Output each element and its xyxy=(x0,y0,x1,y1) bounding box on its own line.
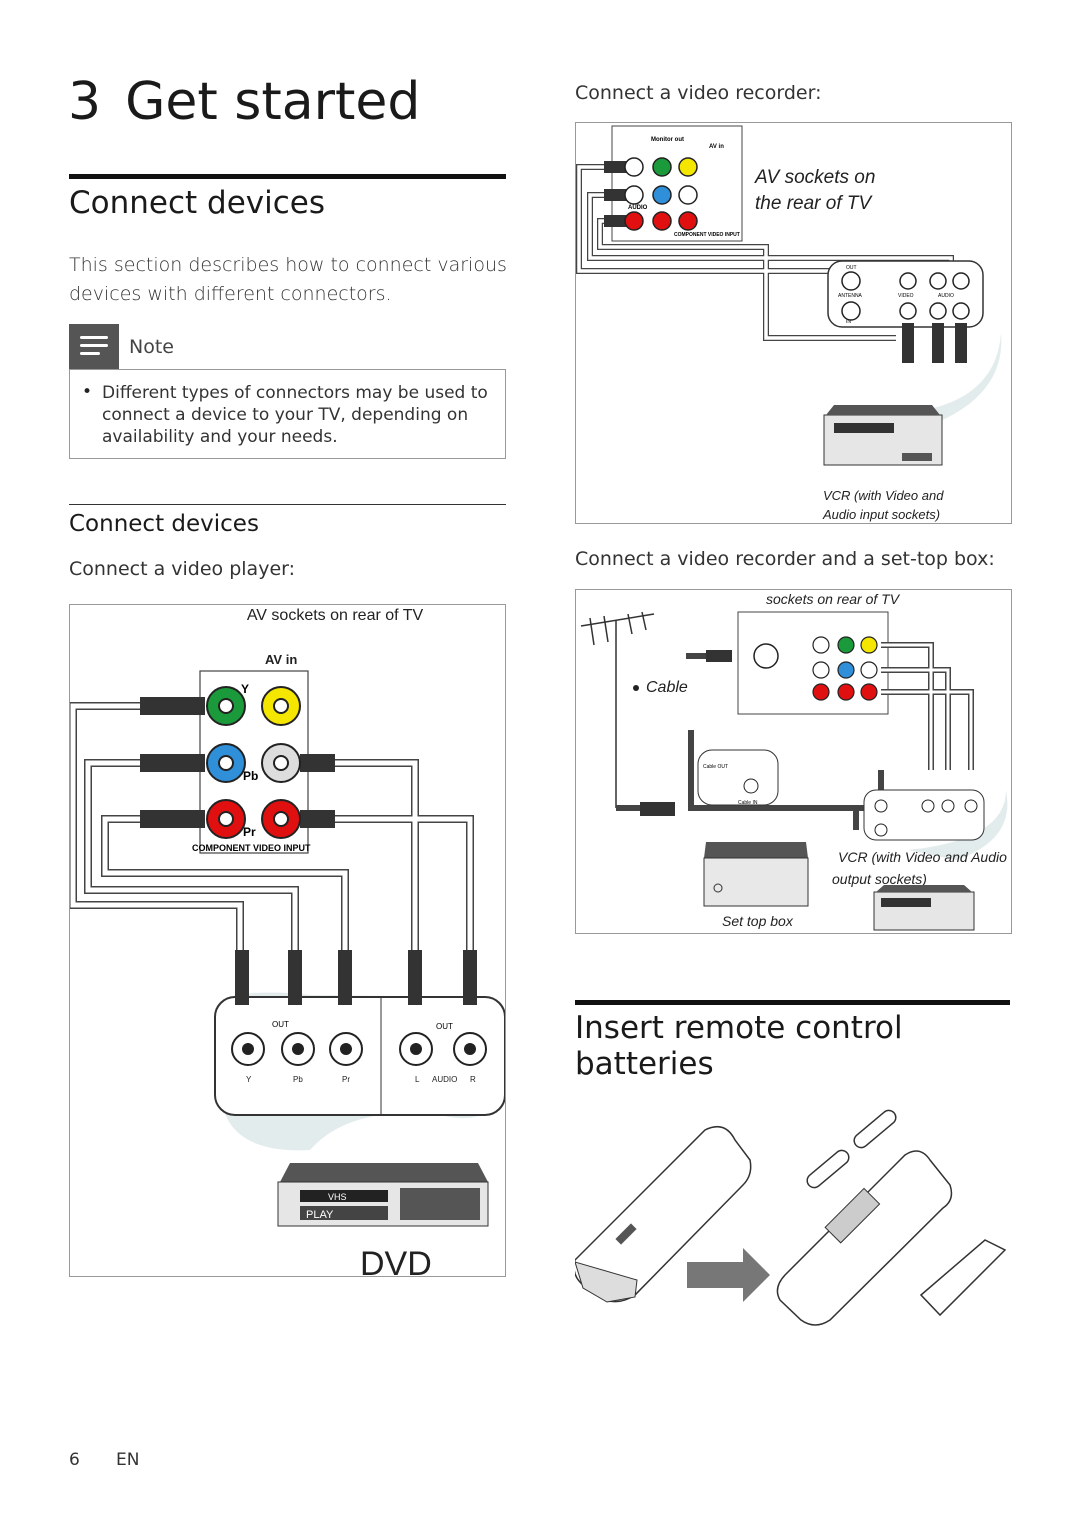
settop-sockets-caption: sockets on rear of TV xyxy=(766,591,901,607)
note-line-2: connect a device to your TV, depending o… xyxy=(102,405,469,425)
batteries-heading-line-1: Insert remote control xyxy=(575,1010,903,1046)
intro-line-2: devices with different connectors. xyxy=(69,283,392,305)
subsection-rule xyxy=(69,504,506,505)
battery-illustration xyxy=(573,1100,1010,1330)
batteries-heading: Insert remote control batteries xyxy=(575,1010,903,1082)
settop-vcr-caption-1: VCR (with Video and Audio xyxy=(838,849,1007,865)
page-number: 6 xyxy=(69,1450,80,1470)
av-in-label: AV in xyxy=(265,652,297,667)
vcr-antenna-label: ANTENNA xyxy=(838,293,863,299)
jack-pr-label: Pr xyxy=(243,825,256,839)
intro-line-1: This section describes how to connect va… xyxy=(69,254,507,276)
settop-vcr-caption-2: output sockets) xyxy=(832,871,927,887)
out-audio-label: AUDIO xyxy=(432,1075,457,1084)
component-label-2: COMPONENT VIDEO INPUT xyxy=(674,232,740,238)
settop-label: Set top box xyxy=(722,913,794,929)
cable-out-label: Cable OUT xyxy=(703,764,728,770)
video-recorder-caption: Connect a video recorder: xyxy=(575,82,822,104)
vcr-video-label: VIDEO xyxy=(898,293,914,299)
note-box: • Different types of connectors may be u… xyxy=(69,369,506,459)
figure-title: AV sockets on rear of TV xyxy=(247,607,424,624)
out-r-label: R xyxy=(470,1075,476,1084)
batteries-heading-line-2: batteries xyxy=(575,1046,714,1082)
sockets-caption-2: the rear of TV xyxy=(755,193,873,214)
monitor-out-label: Monitor out xyxy=(651,137,684,143)
note-icon xyxy=(69,324,119,370)
out-pb-label: Pb xyxy=(293,1075,303,1084)
out-pr-label: Pr xyxy=(342,1075,350,1084)
out-l-label: L xyxy=(415,1075,420,1084)
vcr-caption-1: VCR (with Video and xyxy=(823,488,944,503)
vcr-audio-label: AUDIO xyxy=(938,293,954,299)
recorder-settop-figure: sockets on rear of TV Cable Cable OUT Ca… xyxy=(575,589,1012,934)
video-player-figure: AV sockets on rear of TV AV in Y Pb Pr C… xyxy=(69,604,506,1277)
note-bullet: • xyxy=(82,382,93,402)
vcr-in-label: IN xyxy=(846,319,851,325)
video-player-caption: Connect a video player: xyxy=(69,558,296,580)
dvd-logo: DVD xyxy=(360,1245,432,1276)
av-in-label-2: AV in xyxy=(709,144,724,150)
note-header: Note xyxy=(69,324,506,370)
audio-label: AUDIO xyxy=(628,205,648,211)
vcr-caption-2: Audio input sockets) xyxy=(822,507,940,522)
play-label: PLAY xyxy=(306,1209,334,1221)
sockets-caption-1: AV sockets on xyxy=(754,167,875,188)
video-recorder-figure: Monitor out AV in AUDIO COMPONENT VIDEO … xyxy=(575,122,1012,524)
jack-y-label: Y xyxy=(241,682,249,696)
note-label: Note xyxy=(129,336,174,358)
out-y-label: Y xyxy=(246,1075,252,1084)
cable-in-label: Cable IN xyxy=(738,800,758,806)
jack-pb-label: Pb xyxy=(243,769,258,783)
section-heading: Connect devices xyxy=(69,185,326,221)
batteries-rule xyxy=(575,1000,1010,1005)
note-text: Different types of connectors may be use… xyxy=(102,382,497,448)
vcr-out-label: OUT xyxy=(846,265,857,271)
note-line-1: Different types of connectors may be use… xyxy=(102,383,488,403)
subsection-heading: Connect devices xyxy=(69,511,259,537)
component-label: COMPONENT VIDEO INPUT xyxy=(192,843,311,853)
out-label-1: OUT xyxy=(272,1020,289,1029)
vhs-label: VHS xyxy=(328,1192,347,1202)
section-rule xyxy=(69,174,506,179)
recorder-settop-caption: Connect a video recorder and a set-top b… xyxy=(575,548,995,570)
language-code: EN xyxy=(116,1450,140,1470)
out-label-2: OUT xyxy=(436,1022,453,1031)
cable-label: Cable xyxy=(646,679,688,696)
note-line-3: availability and your needs. xyxy=(102,427,338,447)
